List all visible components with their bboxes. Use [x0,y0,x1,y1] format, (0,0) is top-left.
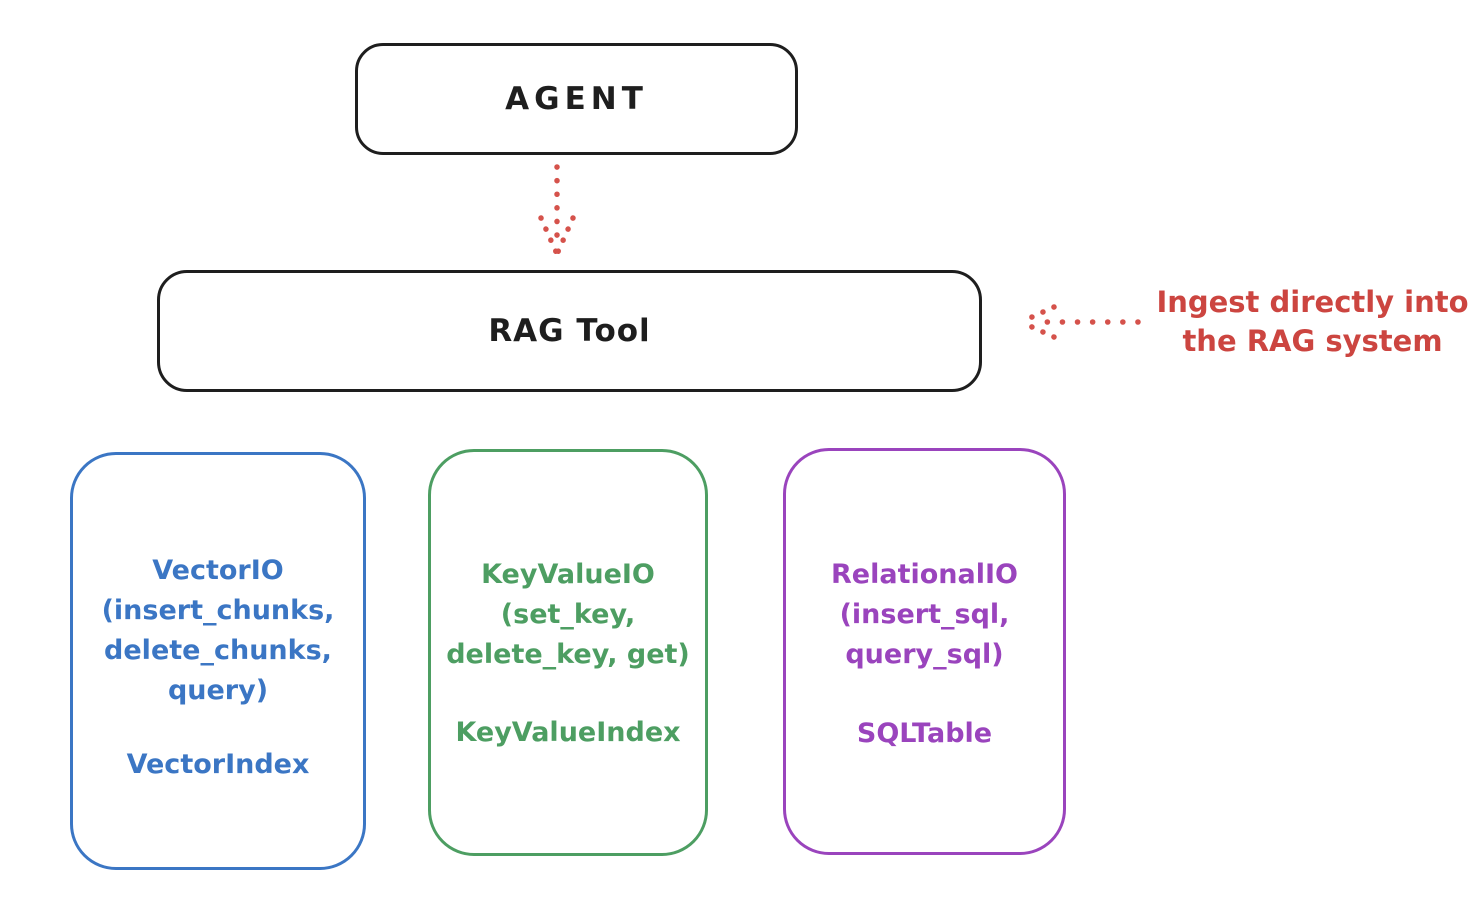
dotted-arrow-down-icon [538,164,576,257]
storage-line: delete_chunks, [104,635,332,666]
storage-line: delete_key, get) [446,639,690,670]
rag-tool-box: RAG Tool [157,270,982,392]
storage-box-vectorio-text: VectorIO (insert_chunks, delete_chunks, … [73,551,363,785]
storage-box-relationalio-text: RelationalIO (insert_sql, query_sql) SQL… [786,555,1063,754]
storage-box-keyvalueio: KeyValueIO (set_key, delete_key, get) Ke… [428,449,708,856]
storage-line: (set_key, [500,599,636,630]
index-label-vectorindex: VectorIndex [126,749,310,780]
dotted-arrow-left-icon [1018,304,1141,340]
annotation-line-2: the RAG system [1182,324,1443,358]
storage-line: (insert_chunks, [101,595,335,626]
annotation-note: Ingest directly into the RAG system [1145,283,1480,361]
index-label-keyvalueindex: KeyValueIndex [455,717,681,748]
storage-line: query) [167,675,269,706]
index-label-sqltable: SQLTable [856,718,993,749]
storage-box-relationalio: RelationalIO (insert_sql, query_sql) SQL… [783,448,1066,855]
storage-box-keyvalueio-text: KeyValueIO (set_key, delete_key, get) Ke… [431,555,705,753]
storage-box-vectorio: VectorIO (insert_chunks, delete_chunks, … [70,452,366,870]
storage-line: query_sql) [845,639,1004,670]
storage-line: (insert_sql, [839,599,1010,630]
storage-line: VectorIO [152,555,284,586]
annotation-line-1: Ingest directly into [1156,285,1469,319]
rag-tool-label: RAG Tool [488,313,651,349]
agent-box: AGENT [355,43,798,155]
storage-line: RelationalIO [831,559,1018,590]
agent-label: AGENT [505,81,648,117]
storage-line: KeyValueIO [481,559,655,590]
